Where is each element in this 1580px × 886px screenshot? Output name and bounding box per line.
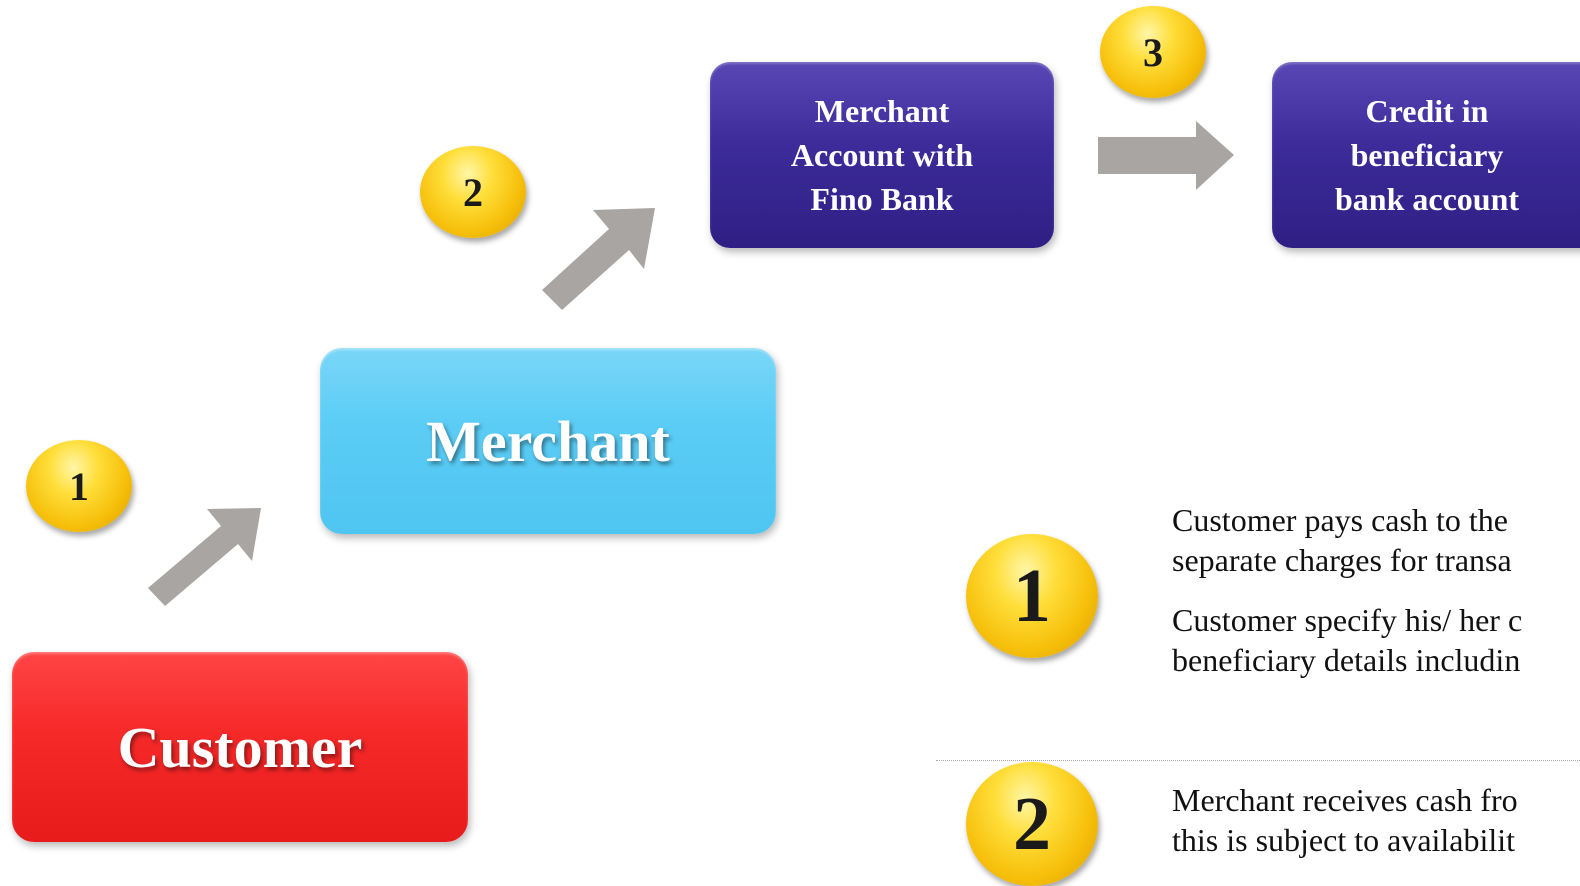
credit-line-2: beneficiary xyxy=(1350,137,1504,173)
credit-line-1: Credit in xyxy=(1365,93,1489,129)
credit-box: Credit in beneficiary bank account xyxy=(1272,62,1580,248)
merchant-account-line-2: Account with xyxy=(790,137,974,173)
customer-box: Customer xyxy=(12,652,468,842)
note-1-line-2: separate charges for transa xyxy=(1172,542,1512,578)
merchant-label: Merchant xyxy=(426,408,670,474)
customer-label: Customer xyxy=(117,714,363,780)
note-1-line-4: beneficiary details includin xyxy=(1172,642,1521,678)
note-badge-2: 2 xyxy=(966,762,1098,886)
arrow-account-to-credit xyxy=(1098,121,1234,190)
notes-divider xyxy=(936,760,1580,761)
step-badge-3: 3 xyxy=(1100,6,1206,98)
merchant-account-line-3: Fino Bank xyxy=(810,181,954,217)
note-step-1: Customer pays cash to the separate charg… xyxy=(1172,500,1580,700)
flow-arrows xyxy=(148,121,1234,606)
note-1-line-1: Customer pays cash to the xyxy=(1172,502,1508,538)
step-badge-2: 2 xyxy=(420,146,526,238)
note-step-2: Merchant receives cash fro this is subje… xyxy=(1172,780,1580,880)
credit-line-3: bank account xyxy=(1334,181,1520,217)
note-1-line-3: Customer specify his/ her c xyxy=(1172,602,1523,638)
note-badge-1: 1 xyxy=(966,534,1098,658)
merchant-account-line-1: Merchant xyxy=(814,93,950,129)
note-2-line-1: Merchant receives cash fro xyxy=(1172,782,1518,818)
merchant-account-box: Merchant Account with Fino Bank xyxy=(710,62,1054,248)
arrow-customer-to-merchant xyxy=(148,508,261,606)
merchant-box: Merchant xyxy=(320,348,776,534)
note-2-line-2: this is subject to availabilit xyxy=(1172,822,1516,858)
step-badge-1: 1 xyxy=(26,440,132,532)
arrow-merchant-to-account xyxy=(542,208,655,310)
